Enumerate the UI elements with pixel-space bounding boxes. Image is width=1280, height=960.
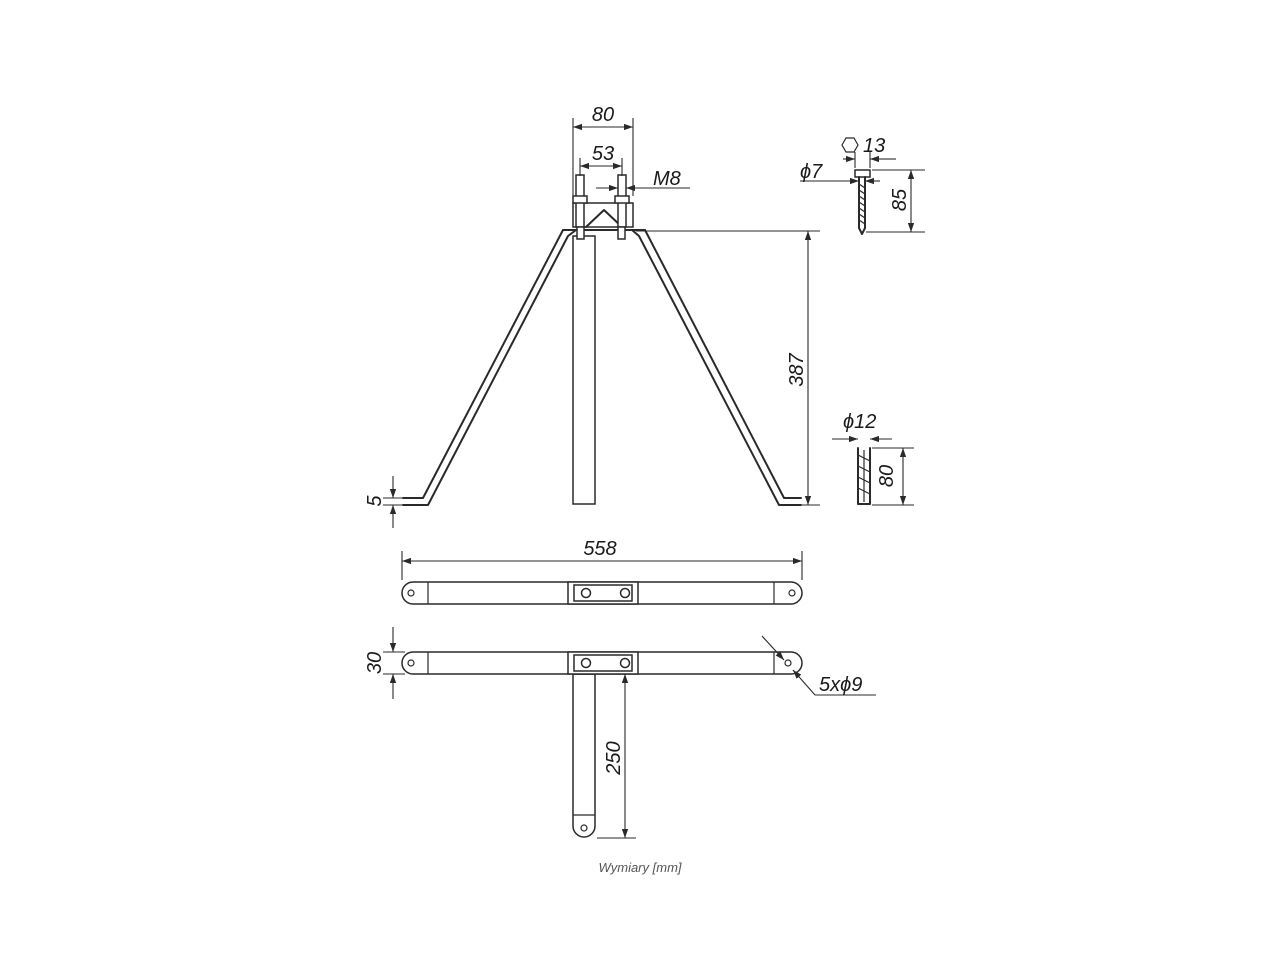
svg-text:85: 85 [889, 188, 911, 211]
center-arm [572, 235, 596, 505]
dim-arm-length: 250 [597, 674, 636, 839]
dim-height: 387 [636, 230, 820, 506]
dim-bar-width: 30 [364, 627, 405, 699]
svg-text:30: 30 [364, 652, 386, 674]
bottom-view [401, 651, 803, 838]
left-leg [402, 229, 577, 506]
dim-clamp-outer-width: 80 [572, 104, 634, 196]
wood-screw-detail [841, 137, 871, 235]
wall-plug-detail [857, 447, 871, 505]
top-view [401, 581, 803, 605]
svg-text:80: 80 [592, 104, 614, 126]
svg-text:80: 80 [876, 465, 898, 487]
svg-text:ϕ12: ϕ12 [843, 411, 876, 433]
svg-text:387: 387 [786, 352, 808, 386]
svg-text:558: 558 [583, 538, 616, 560]
svg-text:ϕ7: ϕ7 [800, 161, 823, 183]
dim-hex-size: 13 [843, 135, 896, 168]
svg-text:M8: M8 [653, 168, 681, 190]
units-caption: Wymiary [mm] [598, 860, 681, 875]
right-leg [631, 229, 802, 506]
dim-total-width: 558 [401, 538, 803, 580]
dim-plug-diameter: ϕ12 [832, 411, 892, 443]
svg-text:250: 250 [603, 741, 625, 775]
svg-text:5: 5 [364, 495, 386, 507]
dim-clamp-inner-width: 53 [579, 143, 623, 176]
dim-holes: 5xϕ9 [761, 635, 876, 696]
dim-foot-offset: 5 [364, 476, 405, 528]
hex-head-icon [841, 137, 859, 153]
svg-text:13: 13 [863, 135, 885, 157]
svg-text:5xϕ9: 5xϕ9 [819, 674, 862, 696]
dim-screw-length: 85 [866, 169, 925, 233]
svg-text:53: 53 [592, 143, 614, 165]
mast-clamp [572, 174, 634, 240]
front-view [402, 174, 802, 506]
dim-plug-length: 80 [872, 447, 914, 506]
dim-screw-diameter: ϕ7 [800, 161, 880, 185]
dim-thread: M8 [596, 168, 690, 192]
